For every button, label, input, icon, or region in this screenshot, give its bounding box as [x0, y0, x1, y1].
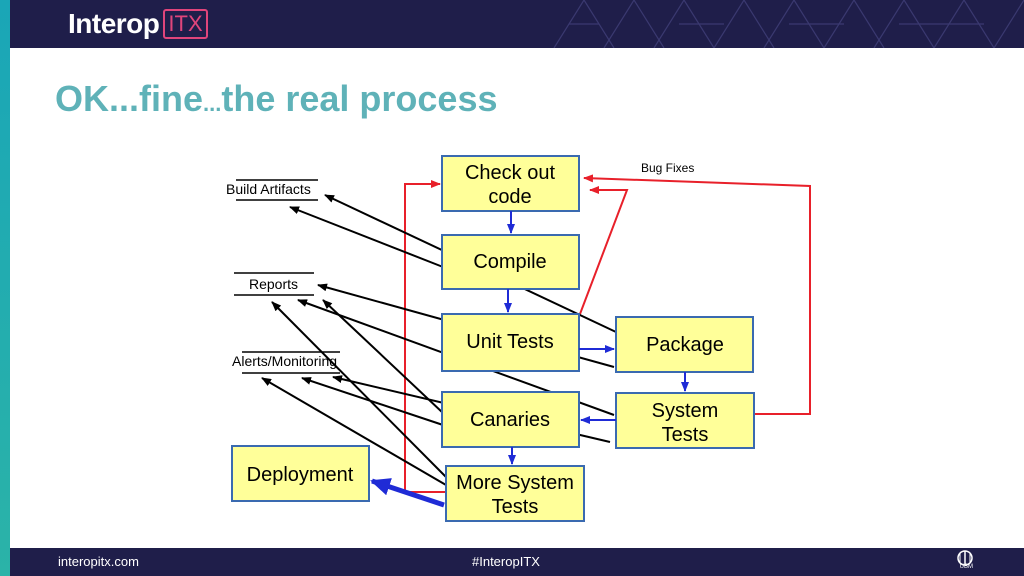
box-system-tests-line2: Tests [662, 424, 709, 446]
build-artifacts-label: Build Artifacts [226, 181, 311, 197]
arrow-more-system-tests-to-reports [271, 301, 447, 478]
arrow-more-system-tests-to-deployment [370, 478, 445, 508]
arrow-compile-to-build-artifacts [289, 206, 444, 268]
arrow-canaries-to-alerts [301, 377, 444, 426]
brand-main-text: Interop [68, 8, 160, 39]
box-package [615, 316, 754, 373]
box-more-system-tests-line2: Tests [492, 496, 539, 518]
alerts-label: Alerts/Monitoring [232, 353, 337, 369]
box-check-out-code-line1: Check out [465, 162, 555, 184]
reports-label: Reports [249, 276, 298, 292]
ubm-logo-icon [957, 550, 973, 566]
header-pattern-decoration [553, 0, 1024, 48]
box-unit-tests-label: Unit Tests [466, 331, 553, 353]
bug-fixes-label: Bug Fixes [641, 161, 694, 175]
slide-title: OK...fine...the real process [55, 78, 498, 120]
footer-bar: interopitx.com #InteropITX UBM [10, 548, 1024, 576]
box-system-tests [615, 392, 755, 449]
title-part2: ... [203, 91, 222, 116]
box-system-tests-line1: System [652, 400, 719, 422]
box-more-system-tests-line1: More System [456, 472, 574, 494]
arrow-more-system-tests-to-alerts [261, 377, 447, 486]
box-more-system-tests [445, 465, 585, 522]
box-package-label: Package [646, 334, 724, 356]
brand-box-text: ITX [163, 9, 208, 39]
box-check-out-code [441, 155, 580, 212]
red-feedback-system-tests [583, 174, 811, 415]
footer-hashtag: #InteropITX [472, 554, 540, 569]
box-check-out-code-line2: code [488, 186, 531, 208]
brand-logo: Interop ITX [68, 8, 208, 40]
box-canaries [441, 391, 580, 448]
arrow-canaries-to-reports [322, 299, 444, 414]
title-part3: the real process [221, 78, 498, 119]
box-compile-label: Compile [473, 251, 546, 273]
footer-ubm-text: UBM [959, 564, 973, 570]
title-part1: OK...fine [55, 78, 204, 119]
box-deployment-label: Deployment [247, 464, 354, 486]
red-feedback-unit-tests [579, 186, 629, 315]
header-bar: Interop ITX [10, 0, 1024, 48]
footer-website: interopitx.com [58, 554, 139, 569]
box-canaries-label: Canaries [470, 409, 550, 431]
box-compile [441, 234, 580, 290]
box-unit-tests [441, 313, 580, 372]
box-deployment [231, 445, 370, 502]
left-accent-bar [0, 0, 10, 576]
red-feedback-more-system-tests [404, 180, 447, 493]
